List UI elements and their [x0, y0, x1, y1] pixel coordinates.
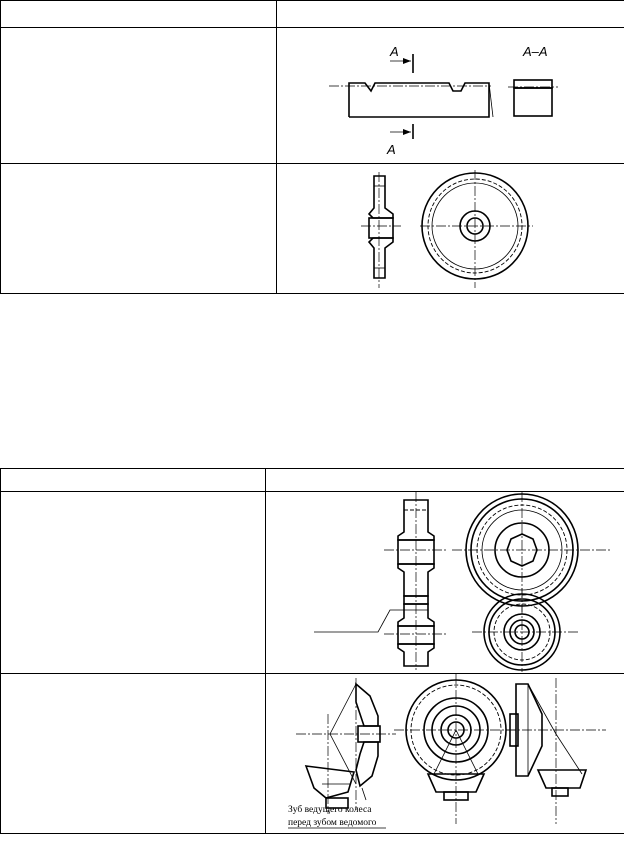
table-2-header-col-1 [0, 468, 266, 492]
table-row [0, 491, 624, 674]
row-description [0, 163, 277, 294]
table-2-header-col-2 [265, 468, 624, 492]
table-1-header-col-2 [276, 0, 624, 28]
gear-tooth-note-line-1: Зуб ведущего колеса [288, 804, 372, 815]
table-1-header [0, 0, 624, 28]
table-2: Зуб ведущего колеса перед зубом ведомого [0, 468, 624, 834]
bevel-gear-pair-drawing: Зуб ведущего колеса перед зубом ведомого [288, 674, 606, 829]
label-section-a-top: A [389, 44, 399, 59]
table-row [0, 163, 624, 294]
label-section-a-bottom: A [386, 142, 396, 157]
gear-tooth-note-line-2: перед зубом ведомого [288, 817, 377, 828]
table-2-header [0, 468, 624, 492]
label-section-a-a: A–A [522, 44, 548, 59]
row-figure [276, 163, 624, 294]
keyed-shaft-section-drawing: A A A–A [329, 44, 558, 157]
gear-wheel-views-drawing [361, 170, 533, 288]
spur-gear-pair-drawing [314, 492, 610, 672]
row-description [0, 491, 266, 674]
row-figure: Зуб ведущего колеса перед зубом ведомого [265, 673, 624, 834]
table-row: Зуб ведущего колеса перед зубом ведомого [0, 673, 624, 834]
row-figure: A A A–A [276, 27, 624, 164]
row-figure [265, 491, 624, 674]
table-1: A A A–A [0, 0, 624, 294]
table-1-header-col-1 [0, 0, 277, 28]
row-description [0, 673, 266, 834]
table-row: A A A–A [0, 27, 624, 164]
row-description [0, 27, 277, 164]
